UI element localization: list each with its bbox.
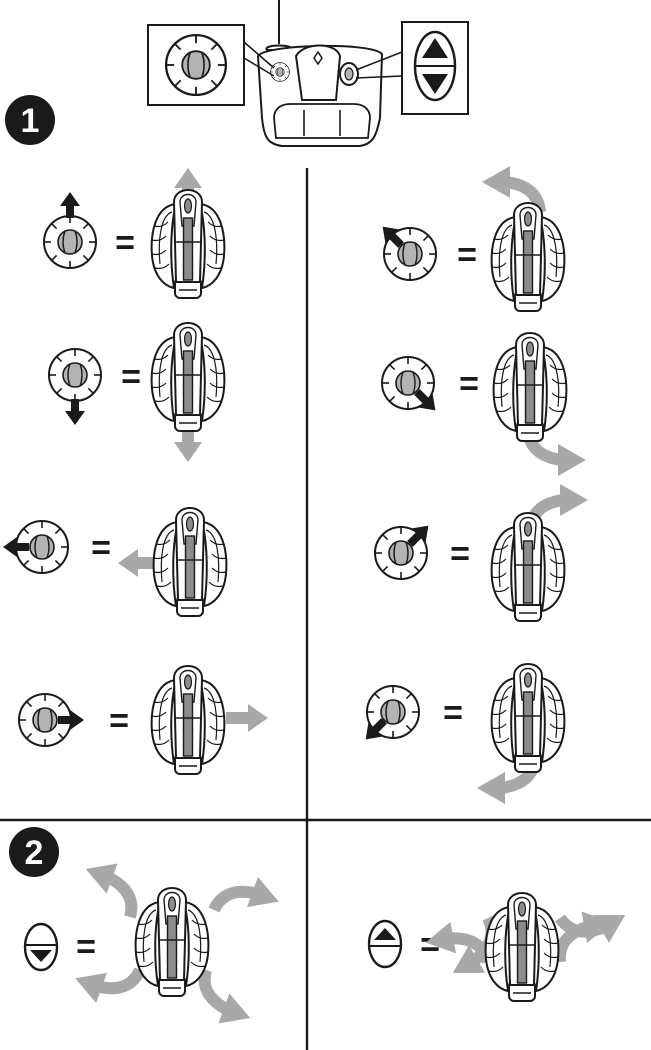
robot-icon (152, 507, 228, 617)
updown-callout (355, 21, 469, 115)
motion-arrow-open-upper-right (214, 867, 284, 930)
equals-sign: = (443, 694, 463, 732)
robot-icon (134, 887, 210, 997)
robot-icon (490, 202, 566, 312)
equals-sign: = (115, 224, 135, 262)
up-button-icon (367, 919, 403, 969)
down-button-icon (23, 922, 59, 972)
transform-row-close: = (367, 889, 633, 1002)
joystick-icon (164, 33, 228, 97)
drive-row-up-left: = (375, 166, 566, 312)
drive-row-forward: = (43, 168, 226, 299)
robot-icon (150, 189, 226, 299)
drive-row-down-left: = (358, 663, 566, 804)
drive-row-right: = (18, 665, 268, 775)
step-1-badge: 1 (5, 95, 55, 145)
drive-row-down-right: = (381, 332, 586, 476)
equals-sign: = (91, 529, 111, 567)
transform-row-open: = (23, 854, 284, 1033)
remote-illustration (147, 0, 469, 147)
drive-row-left: = (3, 507, 228, 617)
remote-joystick-icon (270, 62, 290, 82)
step-2-badge: 2 (9, 827, 59, 877)
drive-row-up-right: = (374, 484, 588, 622)
motion-arrow-open-lower-right (190, 970, 260, 1033)
arrow-up-icon (60, 192, 80, 218)
step-2-label: 2 (25, 834, 44, 872)
robot-icon (484, 892, 560, 1002)
robot-icon (490, 663, 566, 773)
equals-sign: = (76, 928, 96, 966)
equals-sign: = (459, 365, 479, 403)
equals-sign: = (109, 702, 129, 740)
drive-row-backward: = (48, 322, 226, 462)
robot-icon (492, 332, 568, 442)
joystick-icon (48, 348, 102, 402)
joystick-icon (43, 215, 97, 269)
step-1-label: 1 (21, 102, 40, 140)
robot-icon (150, 322, 226, 432)
equals-sign: = (457, 236, 477, 274)
arrow-down-icon (65, 399, 85, 425)
motion-arrow-open-upper-left (75, 854, 145, 917)
joystick-callout (147, 24, 275, 106)
motion-arrow-right (226, 704, 268, 732)
robot-icon (150, 665, 226, 775)
up-down-button-icon (413, 30, 457, 102)
equals-sign: = (121, 358, 141, 396)
equals-sign: = (450, 535, 470, 573)
robot-icon (490, 512, 566, 622)
